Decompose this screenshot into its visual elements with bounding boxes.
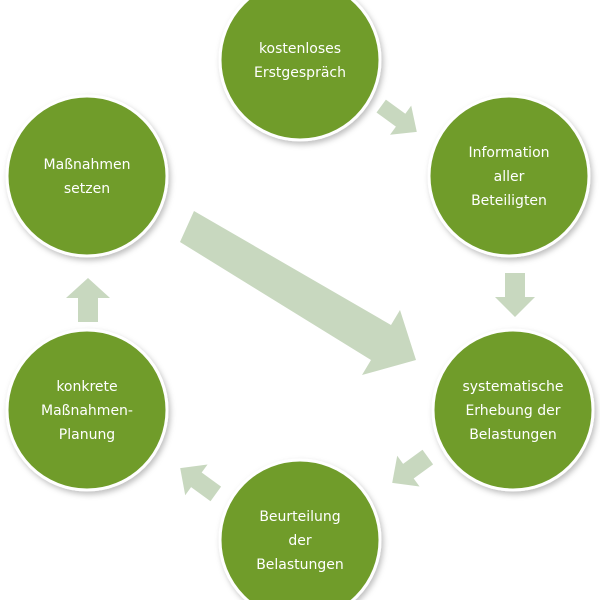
arrow-planung-to-massnahmen (66, 278, 110, 322)
arrow-shape (392, 449, 434, 487)
node-label-line: der (288, 533, 312, 549)
node-circle (218, 0, 382, 142)
arrow-erhebung-to-beurteilung (392, 449, 434, 487)
arrow-beurteilung-to-planung (180, 464, 222, 502)
node-label-line: kostenloses (259, 41, 341, 57)
node-circle (5, 94, 169, 258)
arrow-shape (495, 273, 535, 317)
arrow-erstgespraech-to-information (376, 99, 417, 135)
node-label-line: Maßnahmen- (41, 403, 133, 419)
node-label-line: Information (468, 145, 549, 161)
node-circle (5, 328, 169, 492)
node-circle (218, 458, 382, 600)
arrow-information-to-erhebung (495, 273, 535, 317)
node-label-line: Erhebung der (465, 403, 560, 419)
arrow-massnahmen-to-erhebung (180, 211, 416, 375)
node-circle (431, 328, 595, 492)
arrow-shape (376, 99, 417, 135)
node-label-line: Planung (59, 427, 115, 443)
arrow-shape (66, 278, 110, 322)
node-massnahmen: Maßnahmen setzen (5, 94, 169, 258)
arrow-shape (180, 464, 222, 502)
node-label-line: Erstgespräch (254, 65, 346, 81)
node-label-line: Belastungen (256, 557, 344, 573)
node-label-line: konkrete (56, 379, 117, 395)
node-label-line: aller (494, 169, 525, 185)
node-label-line: systematische (462, 379, 563, 395)
node-label-line: setzen (64, 181, 110, 197)
node-label-line: Belastungen (469, 427, 557, 443)
node-label-line: Beurteilung (259, 509, 340, 525)
node-label-line: Maßnahmen (44, 157, 131, 173)
node-circle (427, 94, 591, 258)
node-label-line: Beteiligten (471, 193, 547, 209)
